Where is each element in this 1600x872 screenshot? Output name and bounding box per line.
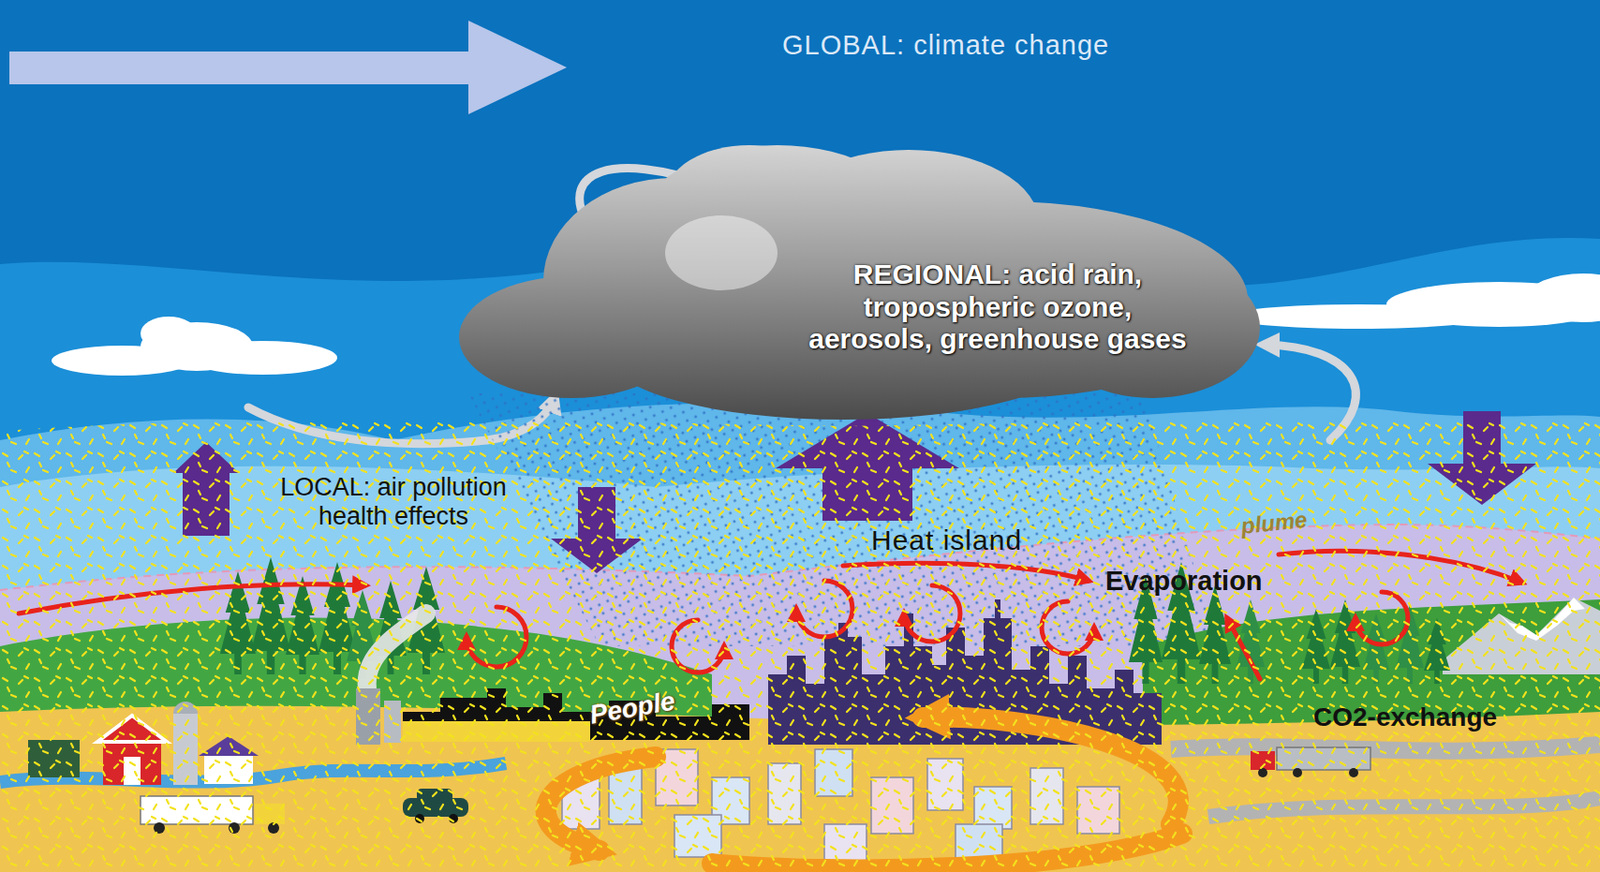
- process-label: Heat island: [871, 524, 1023, 558]
- scale-label: LOCAL: air pollution health effects: [252, 473, 534, 532]
- process-label: Evaporation: [1105, 565, 1263, 597]
- white-cloud: [187, 340, 338, 375]
- cloud-highlight: [665, 215, 778, 291]
- white-cloud: [1526, 273, 1600, 323]
- scale-label: GLOBAL: climate change: [782, 29, 1110, 61]
- lower-atmosphere: [0, 402, 1600, 872]
- cloud-text-column: REGIONAL: acid rain, tropospheric ozone,…: [772, 258, 1223, 356]
- regional-cloud: REGIONAL: acid rain, tropospheric ozone,…: [440, 140, 1265, 422]
- regional-effects-text: REGIONAL: acid rain, tropospheric ozone,…: [772, 258, 1223, 356]
- white-cloud: [51, 316, 338, 376]
- pollution-particles: [0, 417, 1600, 872]
- process-label: CO2-exchange: [1313, 702, 1497, 733]
- white-cloud: [140, 316, 197, 351]
- white-cloud: [1227, 273, 1600, 329]
- global-arrow: [9, 20, 567, 115]
